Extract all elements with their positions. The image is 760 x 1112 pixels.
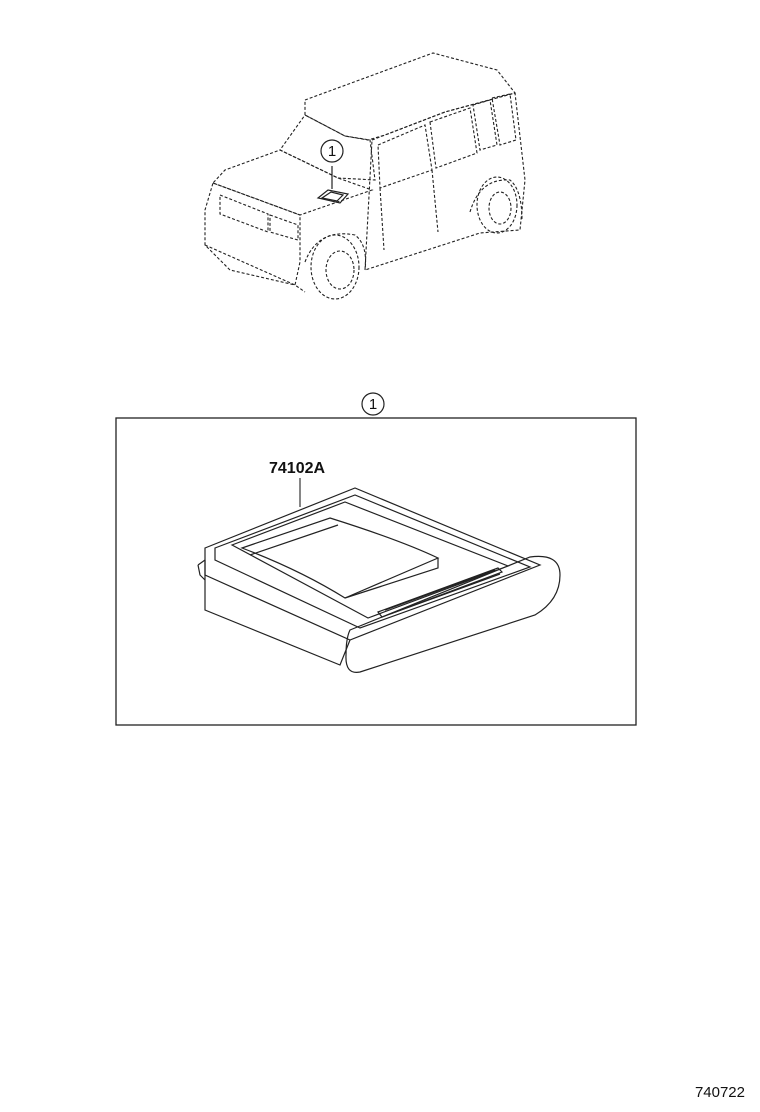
detail-frame [115,417,637,726]
ashtray-icon [197,487,561,673]
vehicle-callout: 1 [320,139,344,163]
drawing-code: 740722 [695,1084,745,1101]
detail-callout: 1 [361,392,385,416]
vehicle-part-location [316,166,350,204]
detail-callout-number: 1 [369,396,377,413]
vehicle-callout-number: 1 [328,143,336,160]
vehicle-icon [204,52,526,300]
part-number-label: 74102A [269,460,325,477]
